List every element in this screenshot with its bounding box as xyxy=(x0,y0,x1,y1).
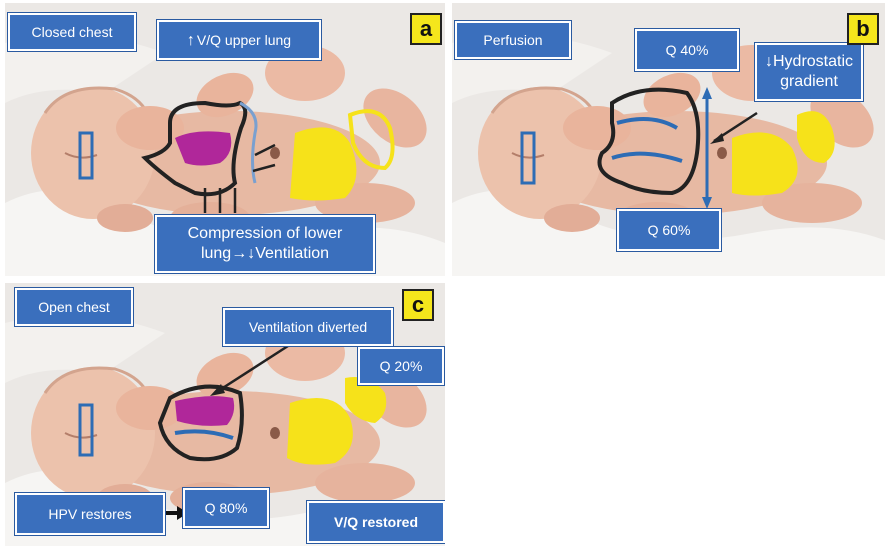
vq-upper-lung-text: V/Q upper lung xyxy=(197,32,291,49)
panel-b: Perfusion Q 40% ↓Hydrostatic gradient b … xyxy=(452,3,885,276)
hydrostatic-line2: gradient xyxy=(780,72,838,92)
panel-a-letter: a xyxy=(420,16,432,42)
hpv-restores-label: HPV restores xyxy=(15,493,165,535)
hydrostatic-gradient-label: ↓Hydrostatic gradient xyxy=(755,43,863,101)
panel-a-badge: a xyxy=(410,13,442,45)
q-lower-label: Q 60% xyxy=(617,209,721,251)
open-chest-label: Open chest xyxy=(15,288,133,326)
open-chest-text: Open chest xyxy=(38,299,110,316)
q-upper-label-c: Q 20% xyxy=(358,347,444,385)
vq-upper-lung-label: ↑V/Q upper lung xyxy=(157,20,321,60)
ventilation-diverted-text: Ventilation diverted xyxy=(249,319,367,336)
hydrostatic-line1-text: Hydrostatic xyxy=(773,53,853,70)
hpv-restores-text: HPV restores xyxy=(48,506,131,523)
arrow-down-icon-b: ↓ xyxy=(765,53,773,70)
panel-c-badge: c xyxy=(402,289,434,321)
q-upper-text: Q 40% xyxy=(666,42,709,59)
perfusion-label: Perfusion xyxy=(455,21,571,59)
panel-b-badge: b xyxy=(847,13,879,45)
panel-c: Open chest Ventilation diverted c Q 20% … xyxy=(5,283,445,546)
q-lower-label-c: Q 80% xyxy=(183,488,269,528)
closed-chest-text: Closed chest xyxy=(32,24,113,41)
compression-line1: Compression of lower xyxy=(188,224,343,244)
panel-c-letter: c xyxy=(412,292,424,318)
compression-line2: lung→↓Ventilation xyxy=(201,244,329,264)
ventilation-diverted-label: Ventilation diverted xyxy=(223,308,393,346)
compression-line2-end: Ventilation xyxy=(255,245,329,262)
arrow-down-icon: ↓ xyxy=(247,245,255,262)
q-upper-label: Q 40% xyxy=(635,29,739,71)
vq-restored-text: V/Q restored xyxy=(334,514,418,531)
vq-restored-label: V/Q restored xyxy=(307,501,445,543)
q-lower-text-c: Q 80% xyxy=(205,500,248,517)
q-lower-text: Q 60% xyxy=(648,222,691,239)
q-upper-text-c: Q 20% xyxy=(380,358,423,375)
compression-line2-text: lung→ xyxy=(201,245,247,262)
compression-label: Compression of lower lung→↓Ventilation xyxy=(155,215,375,273)
hydrostatic-line1: ↓Hydrostatic xyxy=(765,52,853,72)
perfusion-text: Perfusion xyxy=(483,32,542,49)
arrow-up-icon: ↑ xyxy=(187,32,195,49)
panel-a: Closed chest ↑V/Q upper lung a Compressi… xyxy=(5,3,445,276)
closed-chest-label: Closed chest xyxy=(8,13,136,51)
panel-b-letter: b xyxy=(856,16,869,42)
